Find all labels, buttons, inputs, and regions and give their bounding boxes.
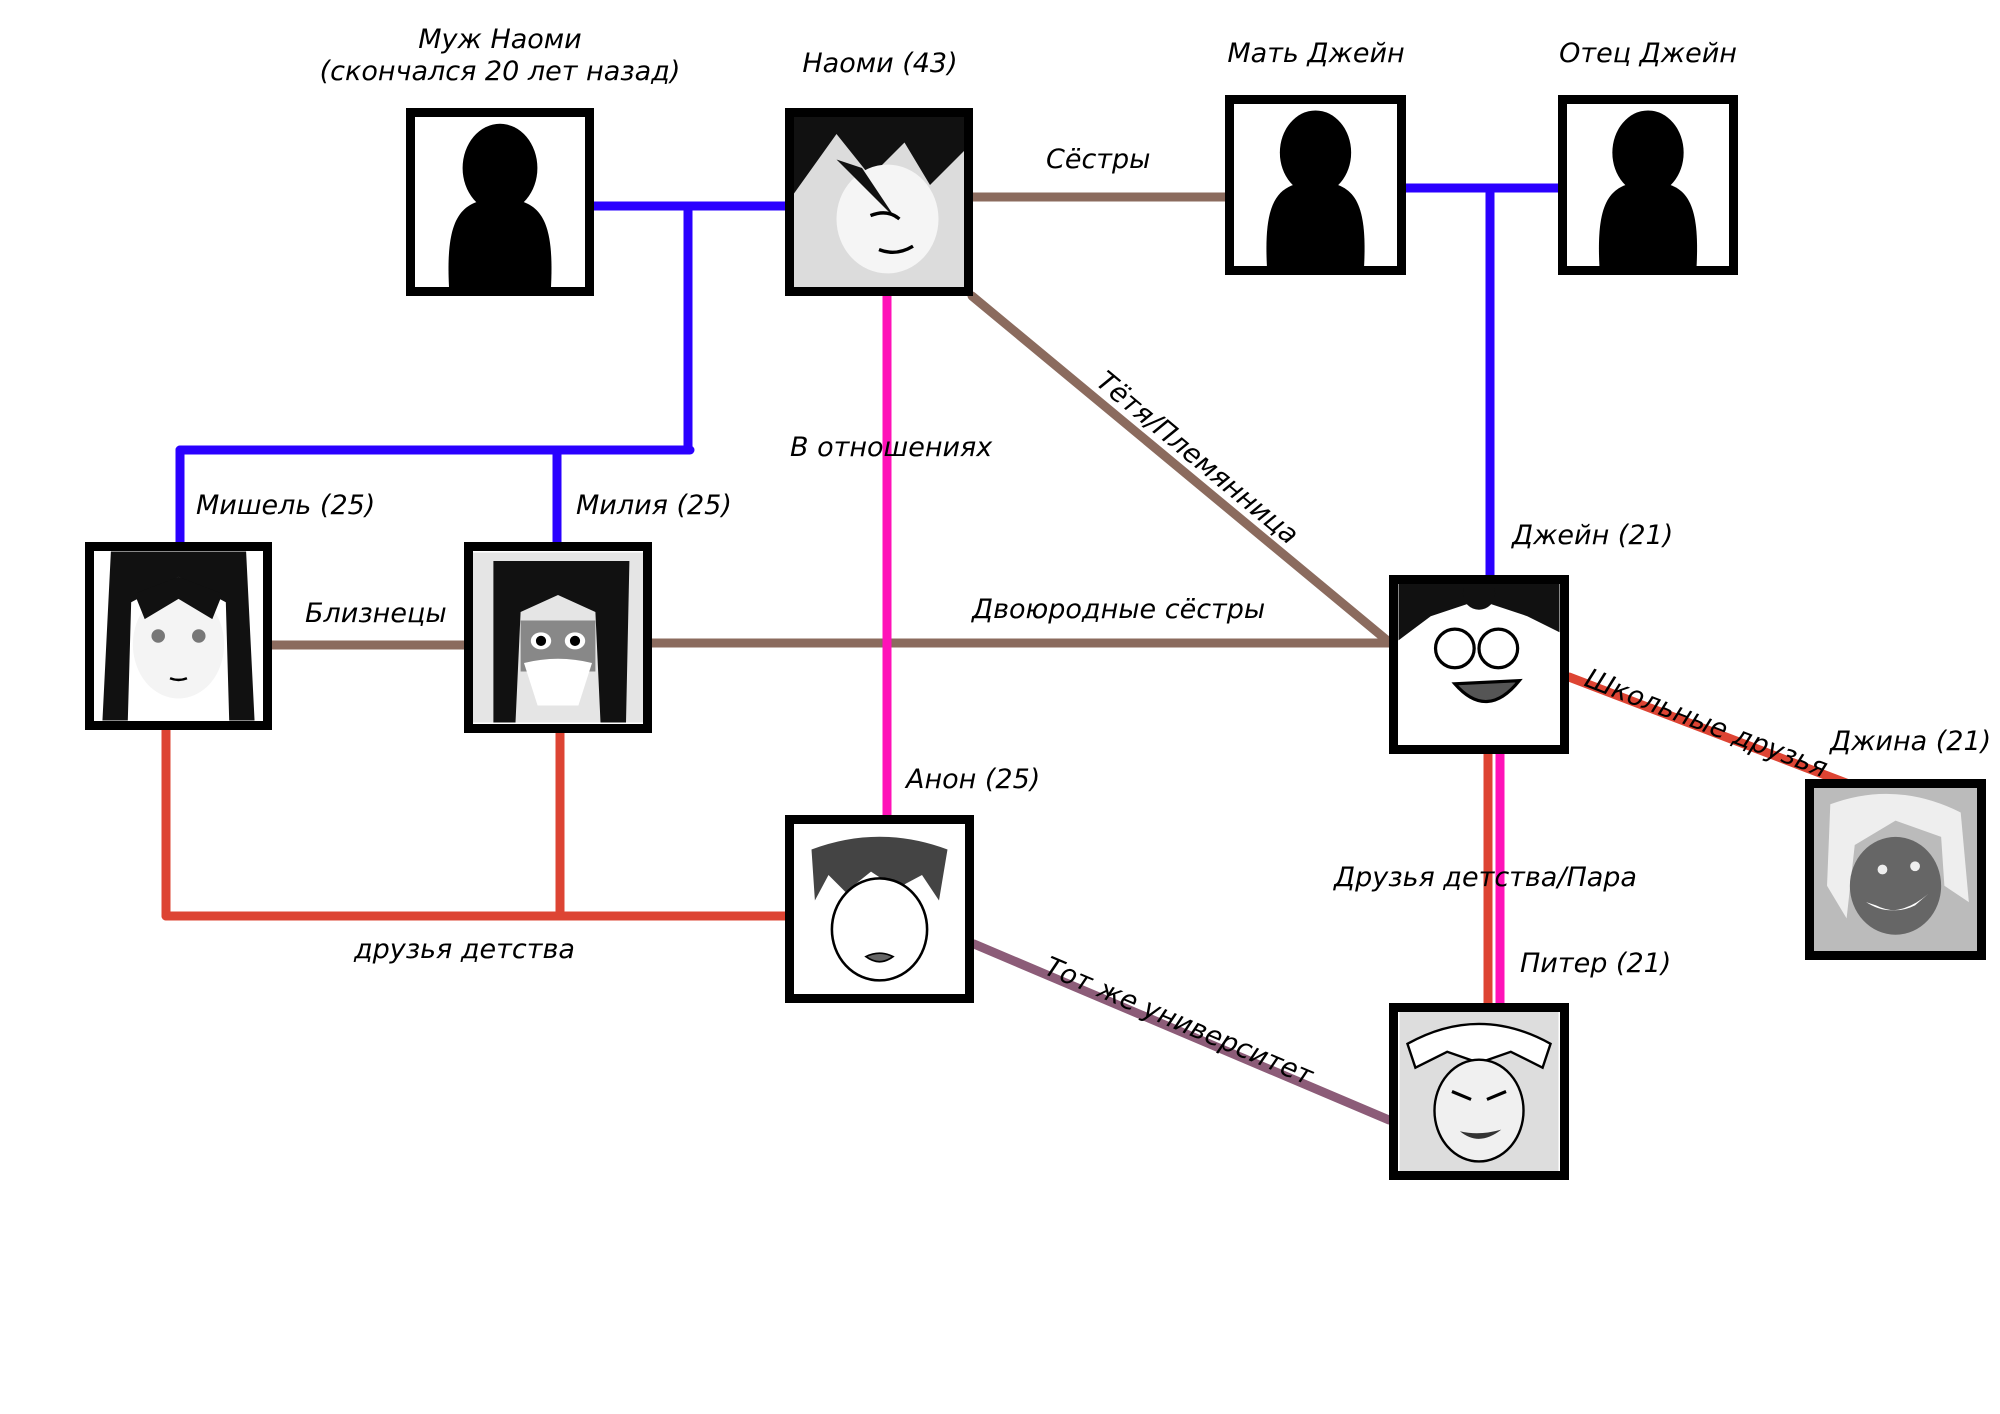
childhood-friends-couple-label: Друзья детства/Пара — [1334, 862, 1637, 893]
milia-name-label: Милия (25) — [576, 490, 732, 521]
in-relationship-label: В отношениях — [790, 432, 993, 463]
portrait-milia — [464, 542, 652, 733]
anime-portrait-icon — [1399, 1012, 1559, 1171]
anime-portrait-icon — [1398, 584, 1560, 745]
silhouette-icon — [1266, 110, 1365, 266]
mother-name-label: Мать Джейн — [1227, 38, 1405, 69]
anime-portrait-icon — [794, 824, 965, 994]
portrait-husband — [406, 108, 594, 296]
portrait-peter — [1389, 1003, 1569, 1180]
father-name-label: Отец Джейн — [1559, 38, 1737, 69]
anime-portrait-icon — [794, 117, 964, 287]
portrait-jane — [1389, 575, 1569, 754]
portrait-naomi — [785, 108, 973, 296]
peter-name-label: Питер (21) — [1520, 948, 1672, 979]
cousins-label: Двоюродные сёстры — [972, 594, 1266, 625]
portrait-anon — [785, 815, 974, 1003]
school-friends-line — [1564, 672, 1851, 788]
anon-name-label: Анон (25) — [906, 764, 1041, 795]
michelle-name-label: Мишель (25) — [196, 490, 376, 521]
husband-note: (скончался 20 лет назад) — [319, 56, 681, 88]
portrait-michelle — [85, 542, 272, 730]
portrait-gina — [1805, 779, 1986, 960]
jane-name-label: Джейн (21) — [1512, 520, 1674, 551]
sisters-label: Сёстры — [1046, 144, 1151, 175]
naomi-name-label: Наоми (43) — [802, 48, 958, 79]
twins-label: Близнецы — [305, 598, 447, 629]
anime-portrait-icon — [94, 551, 263, 721]
gina-name-label: Джина (21) — [1830, 726, 1992, 757]
husband-name: Муж Наоми — [418, 24, 582, 55]
portrait-father — [1558, 95, 1738, 275]
childhood-friends-label: друзья детства — [354, 934, 575, 965]
anime-portrait-icon — [1814, 788, 1977, 951]
husband-name-label: Муж Наоми (скончался 20 лет назад) — [320, 24, 681, 89]
portrait-mother — [1225, 95, 1406, 275]
silhouette-icon — [448, 123, 552, 287]
aunt-niece-line — [967, 291, 1394, 647]
same-university-line — [969, 939, 1394, 1125]
silhouette-icon — [1598, 110, 1698, 266]
anime-portrait-icon — [473, 552, 643, 723]
